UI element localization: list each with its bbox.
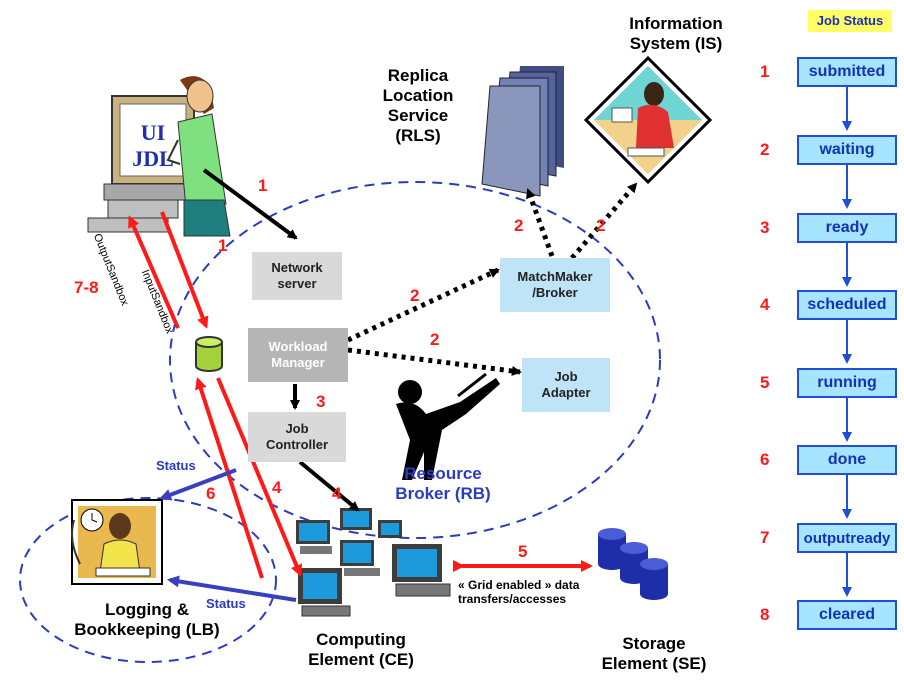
step-number-ce-to-se: 5 [518,542,528,561]
pointing-person-icon [396,372,500,480]
job-status-title-bg [808,10,892,32]
status-number: 2 [760,140,770,159]
status-number: 4 [760,295,770,314]
status-number: 1 [760,62,770,81]
status-ready: ready [797,213,897,243]
status-number: 6 [760,450,770,469]
rls-document-stack-icon [481,66,564,197]
status-waiting: waiting [797,135,897,165]
job-status-title: Job Status [816,13,884,28]
db-to-ce-arrow [216,377,303,577]
rb-status-label: Status [156,458,196,473]
wm-to-matchmaker-arrow [346,267,500,343]
ui-to-network-server-arrow [202,168,298,240]
step-number-wm-to-jc: 3 [316,392,326,411]
ce-status-label: Status [206,596,246,611]
status-number: 8 [760,605,770,624]
status-done: done [797,445,897,475]
matchmaker-to-is-arrow [570,182,638,260]
bookkeeper-icon [71,499,163,585]
step-number-ui-to-ns: 1 [258,176,268,195]
ui-label: UI [140,120,166,145]
logging-boundary [19,497,277,663]
step-number-db-to-ce: 4 [272,478,282,497]
status-running: running [797,368,897,398]
computing-element-label: Computing Element (CE) [308,630,414,669]
status-number: 5 [760,373,770,392]
information-system-label: Information System (IS) [629,14,723,53]
output-sandbox-arrow [128,215,180,329]
data-transfer-label: « Grid enabled » data transfers/accesses [458,578,580,606]
step-number-sandbox-in: 1 [218,236,228,255]
information-system-icon [583,55,713,185]
status-number: 7 [760,528,770,547]
rb-status-arrow [159,468,237,501]
ce-to-db-arrow [195,377,264,579]
resource-broker-boundary [169,181,661,539]
status-number: 3 [760,218,770,237]
step-number-mm-to-rls: 2 [514,216,524,235]
resource-broker-label: Resource Broker (RB) [395,464,491,503]
logging-label: Logging & Bookkeeping (LB) [74,600,220,639]
computing-element-icon [296,508,451,617]
step-number-wm-to-mm: 2 [410,286,420,305]
status-cleared: cleared [797,600,897,630]
rls-label: Replica Location Service (RLS) [382,66,454,145]
matchmaker-box: MatchMaker/Broker [500,258,610,312]
status-scheduled: scheduled [797,290,897,320]
step-number-ce-to-db: 6 [206,484,216,503]
status-outputready: outputready [797,523,897,553]
status-submitted: submitted [797,57,897,87]
step-number-jc-to-ce: 4 [332,484,342,503]
step-number-sandbox-out: 7-8 [74,278,99,297]
input-sandbox-arrow [160,211,209,329]
jdl-label: JDL [132,146,174,171]
wm-to-job-adapter-arrow [347,347,522,376]
jc-to-ce-arrow [298,460,360,512]
step-number-mm-to-is: 2 [596,216,606,235]
ce-status-arrow [167,575,297,602]
step-number-wm-to-ja: 2 [430,330,440,349]
storage-element-label: Storage Element (SE) [601,634,707,673]
user-at-computer-icon [87,76,231,237]
storage-element-icon [598,528,668,600]
matchmaker-to-rls-arrow [525,188,555,257]
sandbox-database-icon [195,336,223,372]
